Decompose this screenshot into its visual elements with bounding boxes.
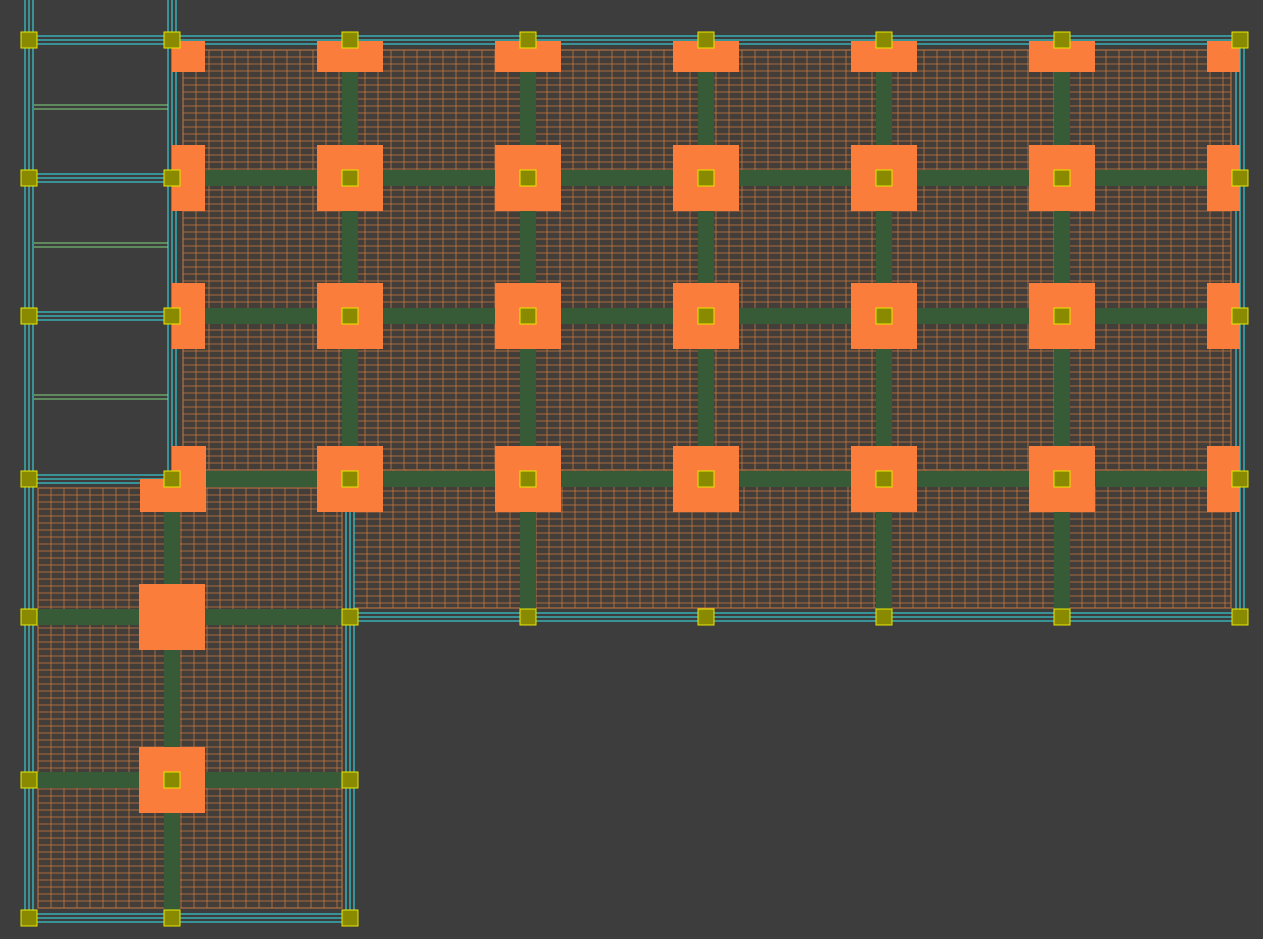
- column-node[interactable]: [519, 169, 537, 187]
- beam-band-col-lower-2: [1054, 479, 1070, 617]
- column-node[interactable]: [875, 31, 893, 49]
- column-node[interactable]: [875, 470, 893, 488]
- column-node[interactable]: [20, 909, 38, 927]
- column-node[interactable]: [163, 169, 181, 187]
- column-node[interactable]: [697, 608, 715, 626]
- column-node[interactable]: [341, 470, 359, 488]
- beam-band-col-6: [1054, 40, 1070, 479]
- column-node[interactable]: [20, 608, 38, 626]
- column-node[interactable]: [875, 608, 893, 626]
- edge-beams: [24, 0, 1245, 923]
- column-node[interactable]: [697, 470, 715, 488]
- column-node[interactable]: [1053, 31, 1071, 49]
- column-node[interactable]: [20, 31, 38, 49]
- column-node[interactable]: [163, 909, 181, 927]
- column-node[interactable]: [1053, 169, 1071, 187]
- column-node[interactable]: [163, 307, 181, 325]
- column-node[interactable]: [341, 169, 359, 187]
- column-node[interactable]: [20, 771, 38, 789]
- column-cap-1-4: [139, 584, 205, 650]
- column-node[interactable]: [519, 307, 537, 325]
- slab-main-lower: [353, 469, 1232, 609]
- column-node[interactable]: [163, 470, 181, 488]
- beam-band-col-lower-0: [520, 479, 536, 617]
- column-node[interactable]: [341, 909, 359, 927]
- beam-band-col-3: [520, 40, 536, 479]
- column-node[interactable]: [697, 307, 715, 325]
- column-node[interactable]: [697, 31, 715, 49]
- column-node[interactable]: [1231, 31, 1249, 49]
- column-node[interactable]: [20, 307, 38, 325]
- beam-band-col-wing: [164, 479, 180, 918]
- column-node[interactable]: [163, 771, 181, 789]
- column-node[interactable]: [1053, 307, 1071, 325]
- column-node[interactable]: [697, 169, 715, 187]
- column-node[interactable]: [1053, 608, 1071, 626]
- column-node[interactable]: [1231, 169, 1249, 187]
- beam-band-col-lower-1: [876, 479, 892, 617]
- slab-wing: [37, 487, 343, 909]
- column-node[interactable]: [341, 307, 359, 325]
- column-node[interactable]: [20, 169, 38, 187]
- beam-band-col-4: [698, 40, 714, 479]
- column-node[interactable]: [341, 771, 359, 789]
- column-node[interactable]: [1053, 470, 1071, 488]
- column-node[interactable]: [875, 307, 893, 325]
- beam-band-col-2: [342, 40, 358, 479]
- column-node[interactable]: [20, 470, 38, 488]
- column-node[interactable]: [1231, 470, 1249, 488]
- column-node[interactable]: [1231, 608, 1249, 626]
- column-node[interactable]: [341, 608, 359, 626]
- column-node[interactable]: [519, 608, 537, 626]
- column-node[interactable]: [519, 470, 537, 488]
- column-node[interactable]: [163, 31, 181, 49]
- column-node[interactable]: [1231, 307, 1249, 325]
- column-node[interactable]: [875, 169, 893, 187]
- column-nodes[interactable]: [20, 31, 1249, 927]
- beam-band-col-5: [876, 40, 892, 479]
- column-node[interactable]: [341, 31, 359, 49]
- column-node[interactable]: [519, 31, 537, 49]
